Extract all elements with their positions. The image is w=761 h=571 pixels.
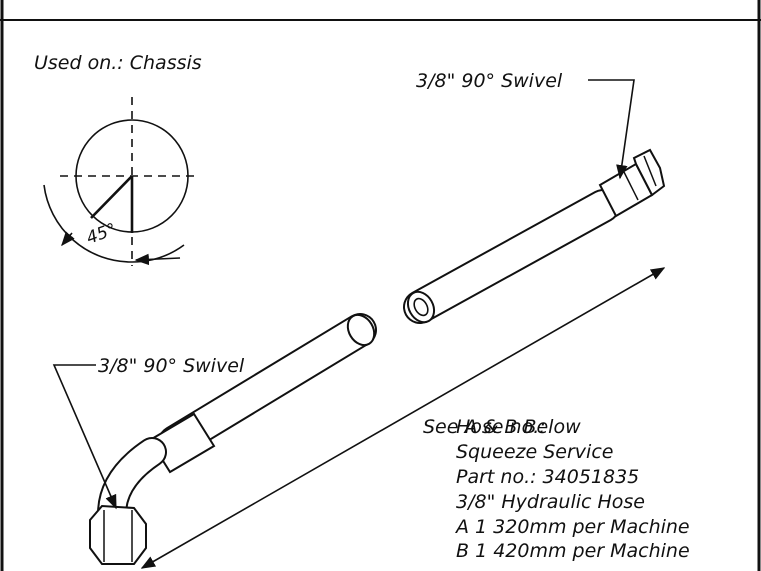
angle-indicator: 45° xyxy=(43,97,200,266)
lower-hose-segment xyxy=(89,313,377,565)
upper-hose-segment xyxy=(403,148,666,324)
length-a-label: A 1 320mm per Machine xyxy=(454,516,690,538)
hose-type-label: 3/8" Hydraulic Hose xyxy=(456,491,645,513)
dimension-label: See A & B Below xyxy=(423,416,581,438)
bottom-swivel-label: 3/8" 90° Swivel xyxy=(98,355,245,377)
length-b-label: B 1 420mm per Machine xyxy=(456,540,690,562)
part-number-label: Part no.: 34051835 xyxy=(456,466,639,488)
bottom-swivel-callout: 3/8" 90° Swivel xyxy=(52,355,245,510)
top-swivel-callout: 3/8" 90° Swivel xyxy=(416,70,635,180)
hose-info-block: Hose no.: Squeeze Service Part no.: 3405… xyxy=(454,416,690,562)
service-label: Squeeze Service xyxy=(456,441,613,463)
angle-label: 45° xyxy=(84,220,119,249)
length-dimension-line xyxy=(140,267,666,569)
top-swivel-label: 3/8" 90° Swivel xyxy=(416,70,563,92)
used-on-label: Used on.: Chassis xyxy=(34,52,202,74)
hose-number-label: Hose no.: xyxy=(456,416,546,438)
